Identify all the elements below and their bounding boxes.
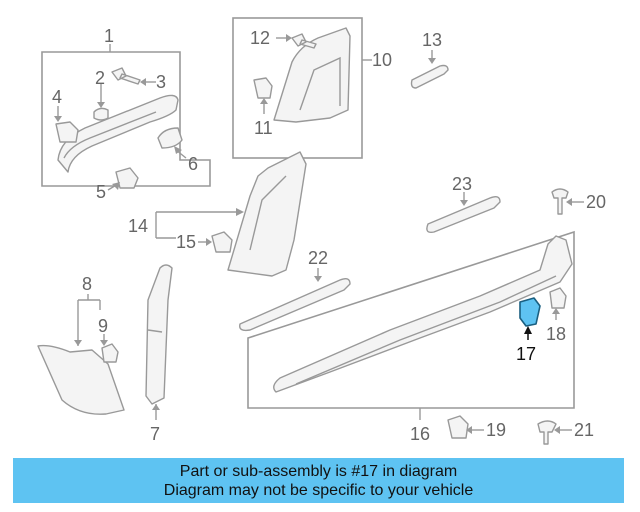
- part-2-clip: [93, 107, 109, 121]
- callout-9: 9: [98, 316, 108, 336]
- part-12-bolt: [291, 33, 317, 49]
- part-3-screw: [111, 67, 141, 85]
- group-16-frame: [247, 230, 575, 409]
- callout-21: 21: [574, 420, 594, 440]
- part-7-front-pillar: [145, 264, 173, 405]
- part-5-bracket: [115, 167, 139, 189]
- callout-13: 13: [422, 30, 442, 50]
- callout-8: 8: [82, 274, 92, 294]
- part-4-clip: [55, 121, 79, 143]
- part-18-clip: [549, 287, 567, 309]
- callout-22: 22: [308, 248, 328, 268]
- part-23-strip: [426, 195, 501, 234]
- callout-17: 17: [516, 344, 536, 364]
- banner-line-2: Diagram may not be specific to your vehi…: [163, 481, 474, 499]
- info-banner: Part or sub-assembly is #17 in diagram D…: [13, 458, 624, 503]
- part-17-clip-highlighted[interactable]: [519, 297, 541, 327]
- callout-7: 7: [150, 424, 160, 444]
- callout-4: 4: [52, 87, 62, 107]
- part-14-pillar-trim: [227, 151, 307, 277]
- part-8-kick-panel: [37, 344, 125, 415]
- callout-14: 14: [128, 216, 148, 236]
- part-15-clip: [211, 231, 233, 253]
- callout-6: 6: [188, 154, 198, 174]
- callout-5: 5: [96, 182, 106, 202]
- callout-12: 12: [250, 28, 270, 48]
- part-9-clip: [101, 343, 119, 363]
- callout-19: 19: [486, 420, 506, 440]
- banner-line-1: Part or sub-assembly is #17 in diagram: [179, 462, 458, 480]
- callout-18: 18: [546, 324, 566, 344]
- part-22-strip: [239, 277, 351, 332]
- callout-16: 16: [410, 424, 430, 444]
- callout-1: 1: [104, 26, 114, 46]
- part-16-scuff-plate: [273, 235, 573, 393]
- part-21-pin: [537, 420, 557, 445]
- callout-2: 2: [95, 68, 105, 88]
- callout-15: 15: [176, 232, 196, 252]
- callout-10: 10: [372, 50, 392, 70]
- callout-11: 11: [254, 118, 273, 138]
- part-20-bolt: [551, 188, 569, 215]
- callout-20: 20: [586, 192, 606, 212]
- group-1-frame: [41, 51, 211, 187]
- part-6-cap: [157, 127, 183, 149]
- part-19-clip: [447, 415, 469, 439]
- callout-3: 3: [156, 72, 166, 92]
- part-13-bracket: [410, 64, 449, 89]
- parts-diagram: 1 2 3 4 5 6 10 12 11 13 14: [37, 17, 606, 445]
- part-11-clip: [253, 77, 273, 99]
- callout-23: 23: [452, 174, 472, 194]
